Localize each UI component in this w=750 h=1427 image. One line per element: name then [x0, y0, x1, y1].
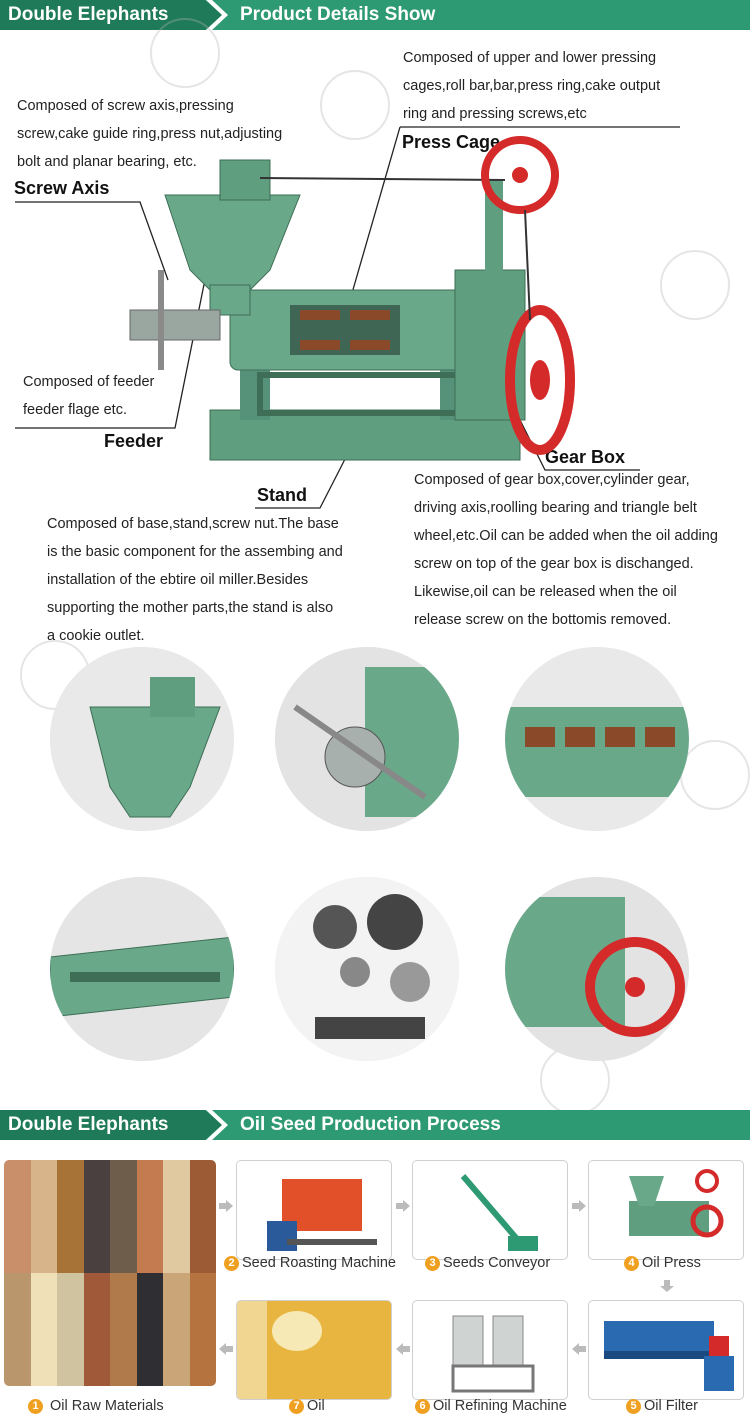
- arrow-left-icon: [396, 1343, 410, 1355]
- press-cage-label: Press Cage: [402, 132, 501, 152]
- desc-line: feeder flage etc.: [23, 402, 127, 418]
- desc-line: Composed of feeder: [23, 374, 155, 390]
- step-text: Seed Roasting Machine: [242, 1255, 396, 1271]
- arrow-right-icon: [572, 1200, 586, 1212]
- process-banner: Double Elephants Oil Seed Production Pro…: [0, 1110, 750, 1140]
- step-number-badge: 5: [626, 1399, 641, 1414]
- top-banner: Double Elephants Product Details Show: [0, 0, 750, 30]
- desc-line: wheel,etc.Oil can be added when the oil …: [414, 528, 718, 544]
- screw-axis-description: Composed of screw axis,pressing screw,ca…: [17, 92, 337, 176]
- step-number-badge: 7: [289, 1399, 304, 1414]
- screw-axis-label: Screw Axis: [14, 178, 110, 198]
- desc-line: screw on top of the gear box is dischang…: [414, 556, 694, 572]
- stand-detail-image: [50, 877, 234, 1061]
- desc-line: Composed of screw axis,pressing: [17, 98, 234, 114]
- desc-line: screw,cake guide ring,press nut,adjustin…: [17, 126, 283, 142]
- feeder-label: Feeder: [104, 431, 164, 451]
- press-cage-detail-image: [505, 647, 689, 831]
- arrow-left-icon: [572, 1343, 586, 1355]
- step-text: Oil Press: [642, 1255, 701, 1271]
- watermark-logo: [680, 740, 750, 810]
- banner-title: Oil Seed Production Process: [240, 1114, 501, 1135]
- oil-refining-machine-image: [412, 1300, 568, 1400]
- feeder-description: Composed of feeder feeder flage etc.: [23, 368, 193, 424]
- oil-press-machine-image: [129, 136, 575, 461]
- gear-box-detail-image: [505, 877, 689, 1061]
- step-text: Oil Refining Machine: [433, 1398, 567, 1414]
- gear-box-label: Gear Box: [545, 447, 626, 467]
- step-number-badge: 3: [425, 1256, 440, 1271]
- gear-box-description: Composed of gear box,cover,cylinder gear…: [414, 466, 750, 634]
- oil-press-image: [588, 1160, 744, 1260]
- desc-line: Composed of upper and lower pressing: [403, 50, 657, 66]
- brand-name: Double Elephants: [8, 4, 169, 25]
- feeder-detail-image: [50, 647, 234, 831]
- desc-line: installation of the ebtire oil miller.Be…: [47, 572, 309, 588]
- banner-title: Product Details Show: [240, 4, 436, 25]
- desc-line: is the basic component for the assembing…: [47, 544, 343, 560]
- step-text: Oil: [307, 1398, 325, 1414]
- stand-label: Stand: [257, 485, 308, 505]
- watermark-logo: [320, 70, 390, 140]
- stand-description: Composed of base,stand,screw nut.The bas…: [47, 510, 387, 650]
- desc-line: supporting the mother parts,the stand is…: [47, 600, 334, 616]
- brand-name: Double Elephants: [8, 1114, 169, 1135]
- seed-roasting-machine-image: [236, 1160, 392, 1260]
- screw-axis-detail-image: [275, 647, 459, 831]
- step-number-badge: 1: [28, 1399, 43, 1414]
- arrow-right-icon: [219, 1200, 233, 1212]
- desc-line: Composed of gear box,cover,cylinder gear…: [414, 472, 690, 488]
- desc-line: ring and pressing screws,etc: [403, 106, 587, 122]
- watermark-logo: [660, 250, 730, 320]
- arrow-right-icon: [396, 1200, 410, 1212]
- press-cage-description: Composed of upper and lower pressing cag…: [403, 44, 723, 128]
- step-label-1: 1 Oil Raw Materials: [28, 1398, 164, 1414]
- seeds-conveyor-image: [412, 1160, 568, 1260]
- desc-line: Composed of base,stand,screw nut.The bas…: [47, 516, 339, 532]
- gear-parts-detail-image: [275, 877, 459, 1061]
- oil-raw-materials-image: [4, 1160, 216, 1386]
- step-text: Seeds Conveyor: [443, 1255, 551, 1271]
- oil-filter-image: [588, 1300, 744, 1400]
- desc-line: driving axis,roolling bearing and triang…: [414, 500, 697, 516]
- desc-line: release screw on the bottomis removed.: [414, 612, 672, 628]
- leader-lines: [15, 126, 680, 509]
- arrow-down-icon: [660, 1280, 674, 1292]
- desc-line: Likewise,oil can be released when the oi…: [414, 584, 677, 600]
- step-number-badge: 2: [224, 1256, 239, 1271]
- step-text: Oil Raw Materials: [50, 1398, 164, 1414]
- arrow-left-icon: [219, 1343, 233, 1355]
- step-number-badge: 6: [415, 1399, 430, 1414]
- brand-block: [0, 1110, 222, 1140]
- oil-image: [236, 1300, 392, 1400]
- desc-line: cages,roll bar,bar,press ring,cake outpu…: [403, 78, 661, 94]
- desc-line: bolt and planar bearing, etc.: [17, 154, 197, 170]
- watermark-logo: [150, 18, 220, 88]
- step-number-badge: 4: [624, 1256, 639, 1271]
- desc-line: a cookie outlet.: [47, 628, 145, 644]
- step-text: Oil Filter: [644, 1398, 698, 1414]
